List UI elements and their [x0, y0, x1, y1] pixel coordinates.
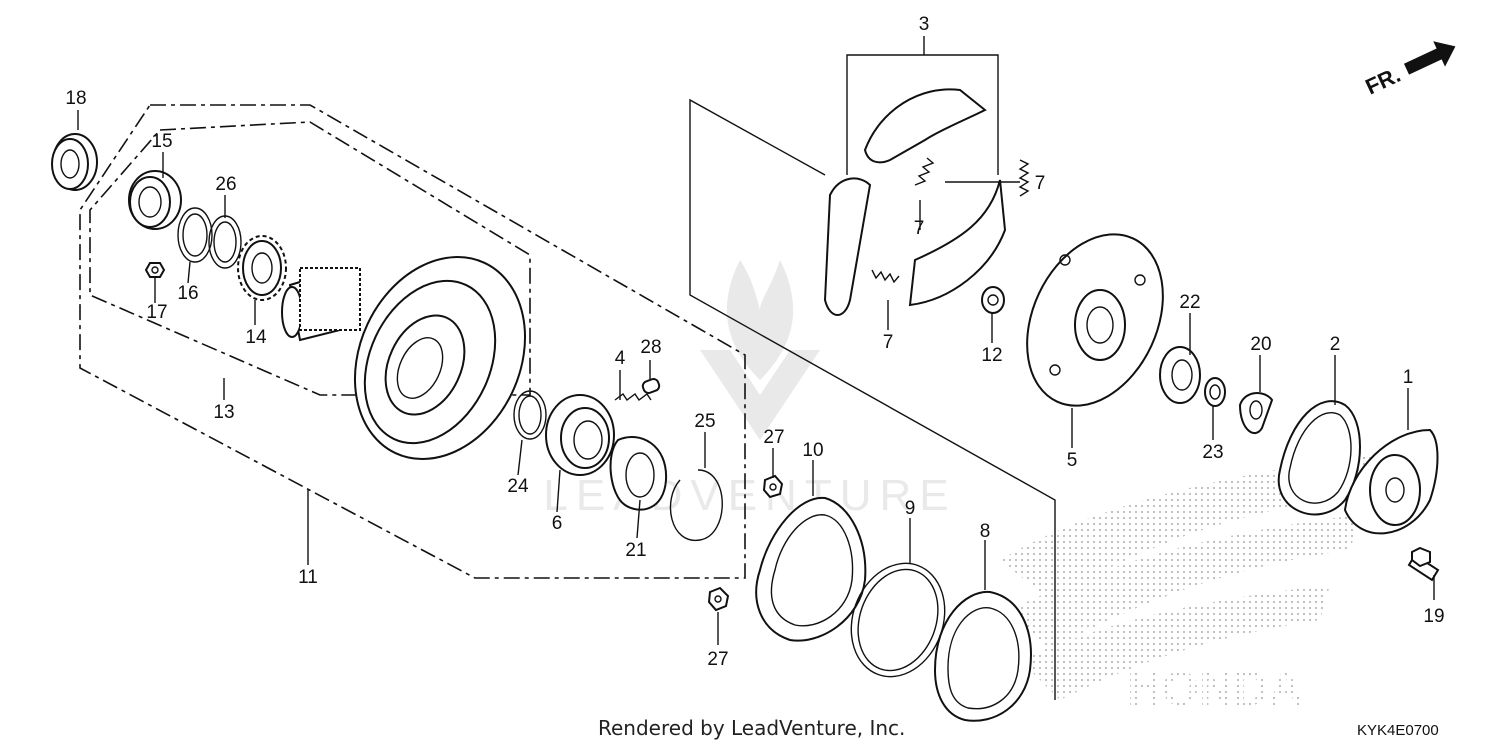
- callout-2: 2: [1330, 334, 1341, 355]
- assembly-shoe-outline: [689, 54, 1056, 700]
- part-23-washer: [1204, 377, 1226, 407]
- part-10-gasket: [755, 496, 867, 642]
- part-8-gasket: [933, 590, 1032, 722]
- part-7-spring-a: [914, 157, 935, 186]
- callout-27-lower: 27: [707, 649, 728, 670]
- callout-7-center: 7: [914, 218, 925, 239]
- rendered-by-credit: Rendered by LeadVenture, Inc.: [598, 716, 906, 740]
- diagram-code: KYK4E0700: [1357, 722, 1439, 739]
- part-22-cam: [1159, 346, 1201, 404]
- direction-label: FR.: [1362, 62, 1405, 100]
- callout-4: 4: [615, 348, 626, 369]
- part-20-lock-washer: [1238, 392, 1274, 434]
- callout-6: 6: [552, 513, 563, 534]
- part-7-spring-b: [1018, 159, 1030, 197]
- part-25-circlip: [669, 469, 723, 541]
- callout-7-right: 7: [1035, 173, 1046, 194]
- part-5-drive-plate: [1026, 233, 1164, 407]
- honda-watermark-text: HONDA: [1127, 663, 1303, 716]
- callout-25: 25: [694, 411, 715, 432]
- callout-18: 18: [65, 88, 86, 109]
- part-3-clutch-shoes: [823, 88, 1007, 316]
- callout-28: 28: [640, 337, 661, 358]
- leadventure-watermark: LEADVENTURE: [543, 260, 956, 520]
- part-27-nut-a: [762, 474, 784, 499]
- callout-14: 14: [245, 327, 267, 348]
- part-26-washer: [208, 215, 242, 269]
- part-28-roller: [641, 378, 661, 394]
- callout-13: 13: [213, 402, 234, 423]
- callout-20: 20: [1250, 334, 1271, 355]
- part-12-nut: [981, 286, 1005, 314]
- leader-lines: [77, 36, 1435, 645]
- part-4-spring: [614, 392, 652, 402]
- callout-9: 9: [905, 498, 916, 519]
- callout-19: 19: [1423, 606, 1444, 627]
- callout-23: 23: [1202, 442, 1223, 463]
- callout-5: 5: [1067, 450, 1078, 471]
- part-6-one-way-clutch: [545, 394, 615, 476]
- callout-22: 22: [1179, 292, 1200, 313]
- callout-3: 3: [919, 14, 930, 35]
- callout-16: 16: [177, 283, 198, 304]
- part-2-gasket: [1277, 400, 1361, 516]
- callout-12: 12: [981, 345, 1002, 366]
- assembly-11-outline: [79, 104, 746, 579]
- part-7-spring-c: [871, 269, 900, 284]
- part-1-cover: [1343, 428, 1439, 535]
- part-24-o-ring: [513, 390, 547, 440]
- callout-21: 21: [625, 540, 646, 561]
- callout-11: 11: [298, 567, 318, 588]
- part-18-oil-seal: [51, 133, 98, 191]
- callout-10: 10: [802, 440, 823, 461]
- front-direction-arrow: FR.: [1362, 41, 1456, 100]
- callout-7-bottom: 7: [883, 332, 894, 353]
- part-13-clutch-outer: [281, 256, 527, 460]
- callout-1: 1: [1403, 367, 1414, 388]
- part-14-sprocket: [237, 235, 287, 301]
- part-27-nut-b: [707, 586, 730, 612]
- callout-26: 26: [215, 174, 236, 195]
- part-19-bolt: [1407, 546, 1440, 582]
- part-21-side-plate: [609, 435, 668, 511]
- callout-8: 8: [980, 521, 991, 542]
- callout-27-upper: 27: [763, 427, 784, 448]
- part-16-snap-ring: [177, 207, 213, 263]
- callout-24: 24: [507, 476, 529, 497]
- callout-17: 17: [146, 302, 167, 323]
- part-15-collar: [128, 170, 182, 230]
- callout-15: 15: [151, 131, 172, 152]
- part-17-nut: [144, 262, 166, 278]
- callouts: 18 15 26 16 17 14 13 11 24 6 4 28 21 25 …: [65, 14, 1444, 670]
- leadventure-watermark-text: LEADVENTURE: [543, 471, 956, 520]
